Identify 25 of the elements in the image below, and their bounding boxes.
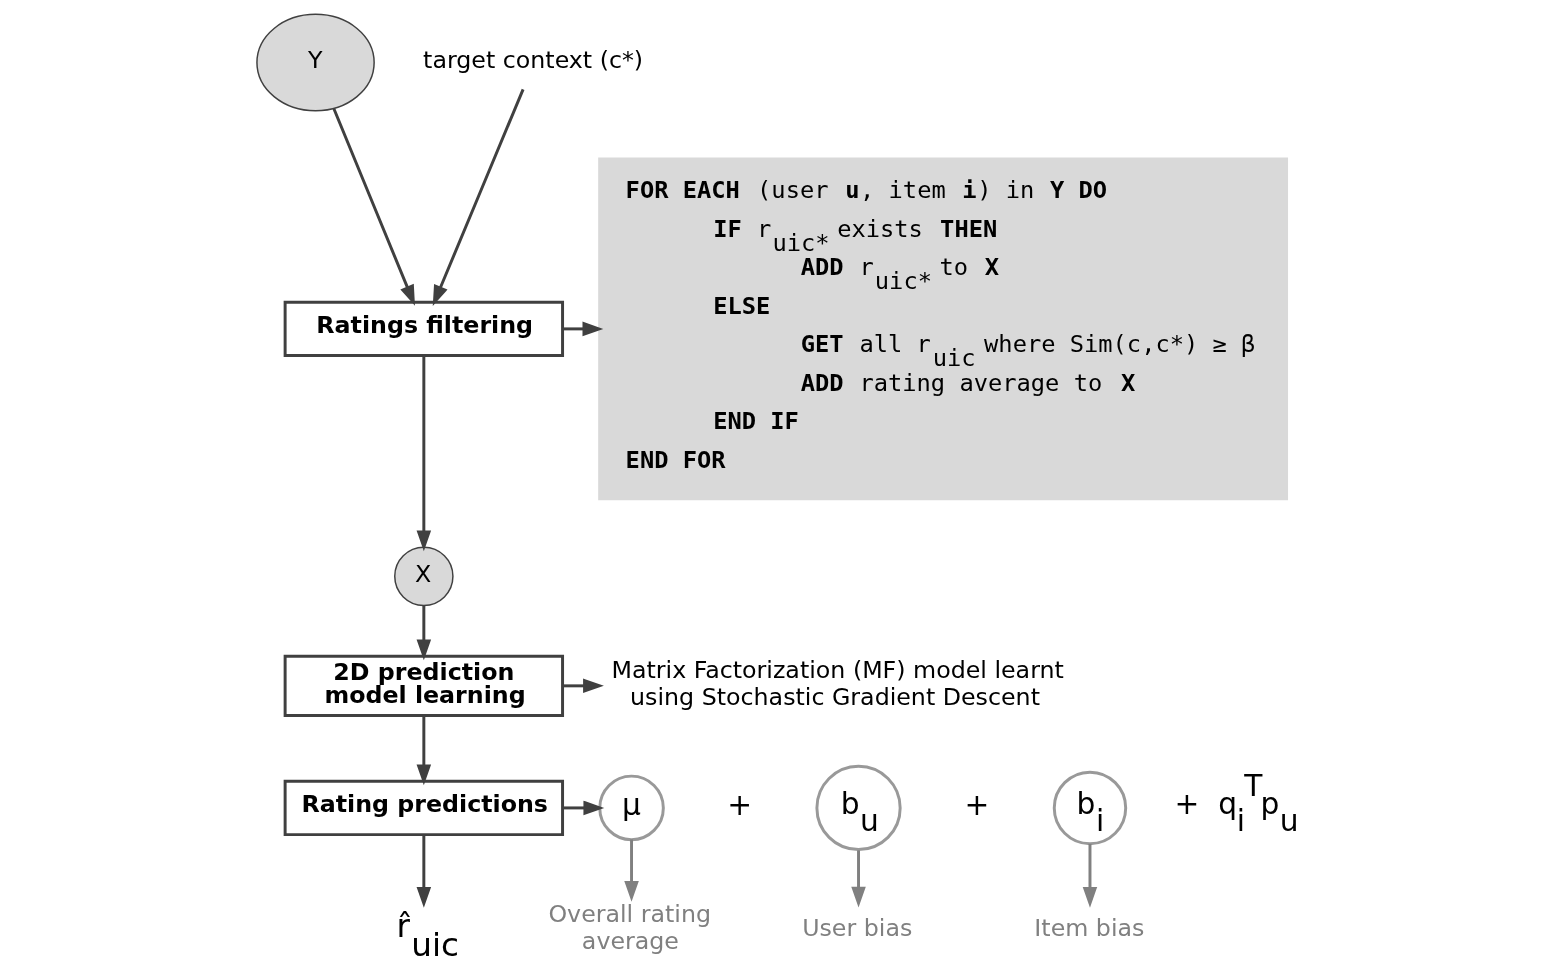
label: +: [727, 787, 753, 823]
arrow: [562, 321, 604, 337]
node-text: target context (c*): [423, 46, 644, 75]
node-box: Ratings filtering: [283, 300, 565, 358]
arrow: [1082, 843, 1098, 908]
node-text: Matrix Factorization (MF) model learnt using Stochastic Gradient Descent: [611, 656, 1064, 711]
arrow: [416, 605, 432, 661]
arrow: [624, 839, 639, 902]
node-text: User bias: [802, 913, 913, 942]
arrow: [416, 355, 432, 552]
node-text: Item bias: [1034, 913, 1145, 942]
node-text: Overall rating average: [548, 900, 712, 955]
arrow: [432, 88, 525, 306]
node-circle: X: [394, 546, 454, 607]
arrow: [851, 850, 866, 908]
node-ellipse: Y: [256, 13, 375, 112]
arrow: [562, 678, 604, 694]
arrow: [332, 108, 415, 306]
arrow: [562, 800, 605, 816]
label: +: [964, 787, 990, 823]
arrow: [416, 834, 432, 908]
node-box: Rating predictions: [283, 779, 565, 837]
node-box: 2D prediction model learning: [283, 654, 565, 717]
arrow: [416, 715, 432, 786]
node-circle: μ: [598, 774, 665, 842]
